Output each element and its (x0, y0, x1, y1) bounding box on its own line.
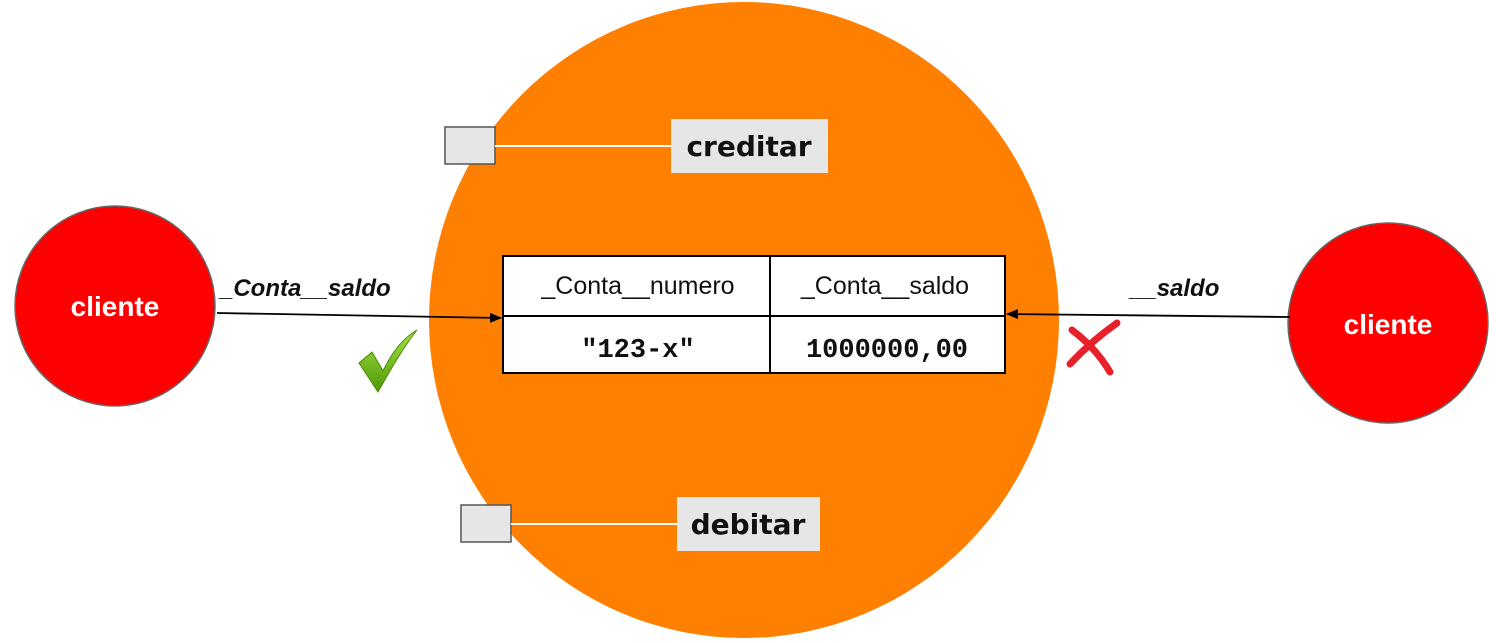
client-right-label: cliente (1344, 309, 1433, 340)
access-right: __saldo (1006, 275, 1291, 376)
method-debitar[interactable]: debitar (460, 497, 820, 551)
method-creditar[interactable]: creditar (444, 119, 828, 173)
access-left: _Conta__saldo (216, 275, 502, 393)
client-left[interactable]: cliente (14, 205, 216, 407)
debitar-label: debitar (691, 508, 806, 541)
creditar-label: creditar (686, 130, 811, 163)
attribute-value-saldo: 1000000,00 (806, 336, 968, 366)
attribute-value-numero: "123-x" (581, 336, 694, 366)
creditar-label-box (671, 119, 828, 173)
creditar-port (444, 126, 496, 165)
attribute-header-numero: _Conta__numero (540, 272, 734, 300)
attribute-table: _Conta__numero _Conta__saldo "123-x" 100… (502, 255, 1006, 374)
debitar-label-box (677, 497, 820, 551)
client-left-circle (14, 205, 216, 407)
attribute-table-frame (502, 255, 1006, 374)
debitar-port (460, 504, 512, 543)
attribute-header-saldo: _Conta__saldo (800, 272, 969, 300)
access-left-label: _Conta__saldo (218, 275, 391, 302)
checkmark-icon (358, 329, 418, 393)
access-left-arrow (216, 312, 502, 323)
client-left-label: cliente (71, 291, 160, 322)
access-right-label: __saldo (1128, 275, 1219, 302)
client-right-circle (1287, 222, 1489, 424)
cross-icon (1066, 319, 1121, 376)
client-right[interactable]: cliente (1287, 222, 1489, 424)
access-right-arrow (1006, 309, 1291, 320)
